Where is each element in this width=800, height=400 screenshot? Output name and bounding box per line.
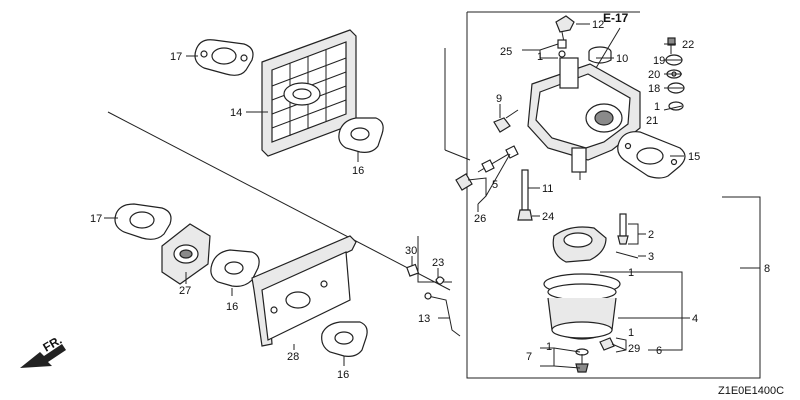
callout-26: 26 <box>474 213 486 225</box>
gasket-16-lower[interactable] <box>321 321 368 357</box>
insulator-27[interactable] <box>161 223 211 285</box>
callout-labels: 17 14 16 17 27 16 28 16 30 23 13 12 25 1… <box>90 19 770 381</box>
callout-21: 21 <box>646 115 658 127</box>
callout-1-drain: 1 <box>628 327 634 339</box>
screw-22[interactable] <box>667 37 676 54</box>
gasket-17-lower[interactable] <box>114 203 172 240</box>
clip-23[interactable] <box>435 276 445 285</box>
callout-4: 4 <box>692 313 698 325</box>
pilot-screw-set-26[interactable] <box>455 145 519 191</box>
screw-25[interactable] <box>557 39 567 58</box>
callout-10: 10 <box>616 53 628 65</box>
diagram-code-label: Z1E0E1400C <box>718 385 784 397</box>
jet-11[interactable] <box>521 169 529 211</box>
callout-1-chamber: 1 <box>628 267 634 279</box>
callout-11: 11 <box>542 183 553 195</box>
callout-3: 3 <box>648 251 654 263</box>
callout-8: 8 <box>764 263 770 275</box>
drain-screw-12[interactable] <box>555 15 575 43</box>
clip-30[interactable] <box>406 263 420 277</box>
callout-20: 20 <box>648 69 660 81</box>
callout-16-middle: 16 <box>226 301 238 313</box>
callout-24: 24 <box>542 211 554 223</box>
carburetor-body[interactable] <box>527 57 641 180</box>
float[interactable] <box>552 226 607 263</box>
callout-1-right: 1 <box>654 101 660 113</box>
front-direction-arrow-icon: FR. <box>20 333 66 368</box>
gasket-16-middle[interactable] <box>210 249 260 287</box>
gasket-17-upper[interactable] <box>194 39 254 76</box>
callout-23: 23 <box>432 257 444 269</box>
group-boundary-lines <box>107 11 761 379</box>
callout-27: 27 <box>179 285 191 297</box>
plate-28[interactable] <box>251 235 357 347</box>
callout-28: 28 <box>287 351 299 363</box>
callout-18: 18 <box>648 83 660 95</box>
callout-6: 6 <box>656 345 662 357</box>
callout-2: 2 <box>648 229 654 241</box>
drain-bolt-29[interactable] <box>599 337 627 351</box>
gasket-15[interactable] <box>617 131 686 179</box>
callout-22: 22 <box>682 39 694 51</box>
callout-7: 7 <box>526 351 532 363</box>
nozzle-24[interactable] <box>517 209 533 221</box>
callout-15: 15 <box>688 151 700 163</box>
callout-25: 25 <box>500 46 512 58</box>
callout-14: 14 <box>230 107 242 119</box>
gasket-16-upper[interactable] <box>338 117 384 153</box>
callout-9: 9 <box>496 93 502 105</box>
float-chamber-4[interactable] <box>543 273 621 340</box>
callout-1-upper: 1 <box>537 51 543 63</box>
choke-rod-13[interactable] <box>424 292 461 337</box>
callout-1-bolt: 1 <box>546 341 552 353</box>
leader-lines <box>104 23 760 369</box>
float-valve-2[interactable] <box>617 213 629 245</box>
callout-13: 13 <box>418 313 430 325</box>
callout-30: 30 <box>405 245 417 257</box>
callout-12: 12 <box>592 19 604 31</box>
callout-29: 29 <box>628 343 640 355</box>
callout-19: 19 <box>653 55 665 67</box>
callout-16-lower: 16 <box>337 369 349 381</box>
screw-9[interactable] <box>493 109 519 133</box>
callout-17-upper: 17 <box>170 51 182 63</box>
callout-5: 5 <box>492 179 498 191</box>
section-reference-label[interactable]: E-17 <box>603 11 629 25</box>
float-pin-3[interactable] <box>615 251 639 259</box>
callout-16-upper: 16 <box>352 165 364 177</box>
insulator-plate-14[interactable] <box>261 29 357 157</box>
bolt-7[interactable] <box>575 348 589 373</box>
callout-17-lower: 17 <box>90 213 102 225</box>
